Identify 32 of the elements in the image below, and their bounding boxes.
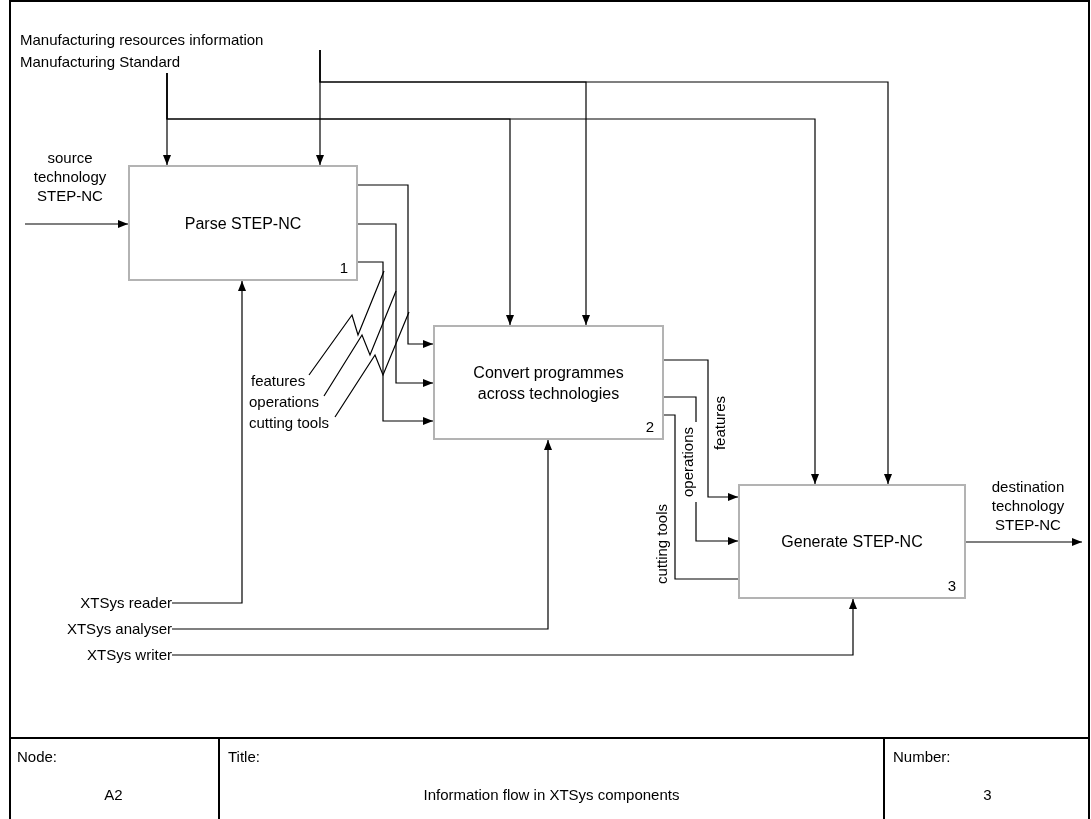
box-title: Generate STEP-NC (780, 532, 924, 552)
arrow (357, 261, 434, 425)
leader-line (334, 311, 410, 418)
edge-label: operations (679, 422, 697, 502)
field-heading: Number: (893, 747, 951, 766)
arrow (965, 538, 1083, 546)
arrow (171, 439, 552, 630)
field-heading: Node: (17, 747, 58, 766)
arrow (171, 598, 857, 656)
field-value: Information flow in XTSys components (422, 785, 681, 804)
field-value: A2 (103, 785, 124, 804)
field-heading: Title: (228, 747, 260, 766)
box-number: 3 (947, 577, 956, 595)
arrow (357, 184, 434, 348)
process-box (433, 325, 664, 440)
arrow (357, 223, 434, 387)
arrow (24, 220, 129, 228)
process-box (128, 165, 358, 281)
box-title: Parse STEP-NC (183, 213, 303, 234)
edge-label: destination technology STEP-NC (990, 477, 1066, 534)
arrow (663, 359, 739, 501)
box-title: Convert programmes across technologies (472, 362, 625, 404)
box-number: 2 (645, 418, 654, 436)
arrow (171, 280, 246, 604)
leader-line (323, 290, 397, 397)
leader-line (308, 270, 385, 376)
process-box (738, 484, 966, 599)
field-value: 3 (982, 785, 993, 804)
edge-label: source technology STEP-NC (32, 148, 108, 205)
arrow (319, 49, 892, 485)
box-number: 1 (339, 259, 348, 277)
arrow (166, 72, 819, 485)
